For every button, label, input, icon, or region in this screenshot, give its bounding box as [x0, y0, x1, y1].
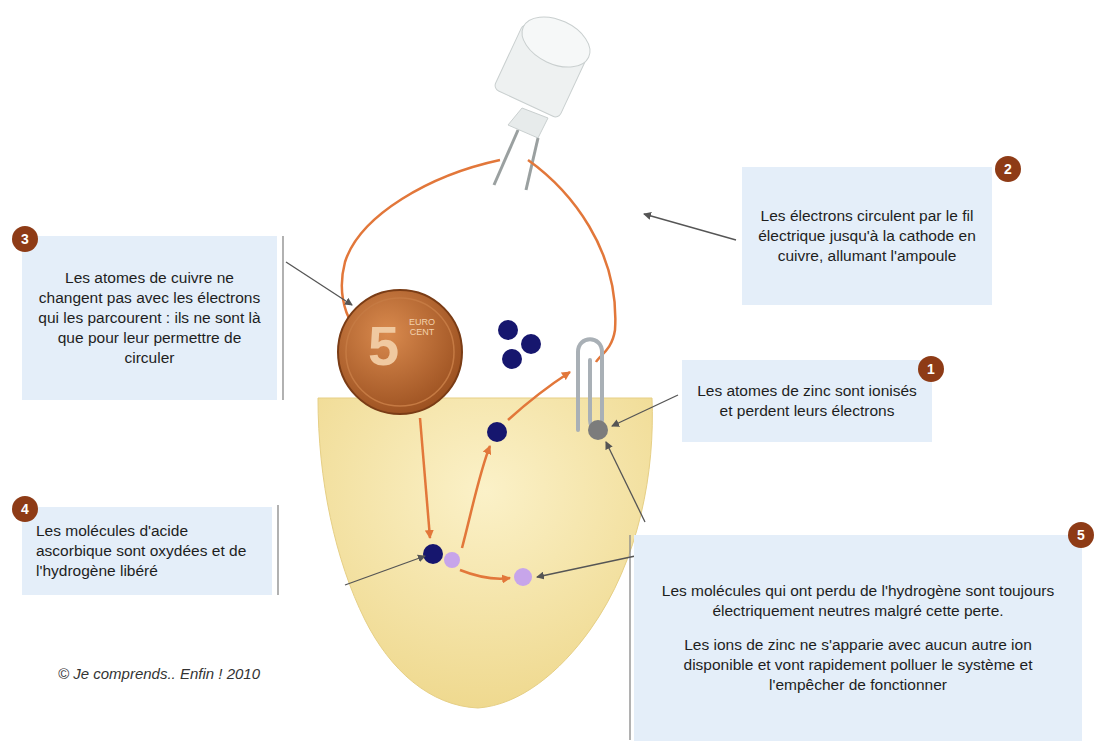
- flow-arrow: [420, 372, 570, 579]
- coin-inscription: EURO CENT: [402, 318, 442, 338]
- coin-value: 5: [368, 318, 399, 374]
- callout-box: Les électrons circulent par le fil élect…: [742, 167, 992, 305]
- paperclip: [578, 339, 602, 430]
- callout-text: Les électrons circulent par le fil élect…: [756, 206, 978, 266]
- callout-box: Les atomes de zinc sont ionisés et perde…: [682, 360, 932, 442]
- callout-text: Les atomes de cuivre ne changent pas ave…: [36, 268, 263, 369]
- callout-number: 1: [918, 356, 944, 382]
- callout-box: Les atomes de cuivre ne changent pas ave…: [22, 236, 277, 400]
- callout-number: 5: [1068, 522, 1094, 548]
- callout-number: 2: [995, 156, 1021, 182]
- zinc-ion: [588, 420, 608, 440]
- callout-number: 3: [12, 226, 38, 252]
- callout-number: 4: [12, 496, 38, 522]
- callout-text: Les molécules qui ont perdu de l'hydrogè…: [648, 581, 1068, 621]
- copper-coin: [338, 290, 462, 414]
- hydrogen: [444, 552, 532, 586]
- callout-box: Les molécules d'acide ascorbique sont ox…: [22, 507, 272, 595]
- electron: [423, 320, 541, 564]
- led: [493, 7, 598, 190]
- callout-text: Les ions de zinc ne s'apparie avec aucun…: [648, 635, 1068, 695]
- copyright-note: © Je comprends.. Enfin ! 2010: [58, 665, 260, 682]
- lemon: [318, 398, 652, 708]
- callout-box: Les molécules qui ont perdu de l'hydrogè…: [634, 535, 1082, 741]
- callout-text: Les molécules d'acide ascorbique sont ox…: [36, 521, 258, 581]
- wire: [528, 160, 615, 362]
- callout-text: Les atomes de zinc sont ionisés et perde…: [696, 381, 918, 421]
